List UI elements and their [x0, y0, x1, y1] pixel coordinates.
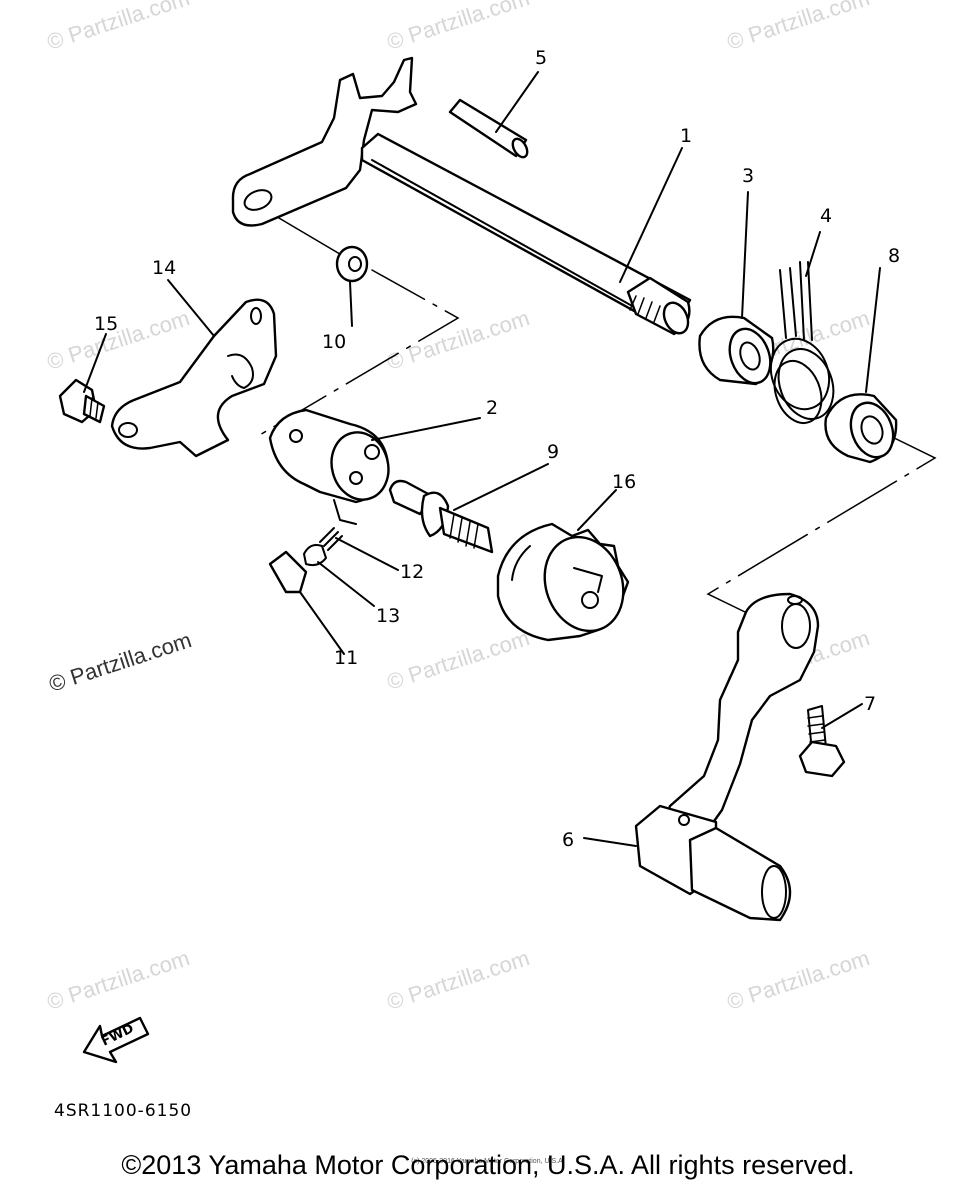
part-12-spring	[319, 527, 343, 551]
part-16-segment	[496, 522, 630, 642]
part-14-stopper-plate	[110, 298, 278, 458]
watermark: © Partzilla.com	[384, 305, 533, 375]
watermark: © Partzilla.com	[384, 0, 533, 55]
callout-7: 7	[864, 693, 876, 715]
part-7-bolt	[798, 705, 846, 778]
part-10-washer	[335, 245, 369, 283]
callout-6: 6	[562, 829, 574, 851]
callout-2: 2	[486, 397, 498, 419]
watermark: © Partzilla.com	[724, 945, 873, 1015]
drawing-code: 4SR1100-6150	[54, 1101, 192, 1121]
part-6-shift-pedal	[634, 592, 820, 922]
callout-11: 11	[334, 647, 358, 669]
copyright-notice: ©2013 Yamaha Motor Corporation, U.S.A. A…	[121, 1150, 855, 1180]
watermark: © Partzilla.com	[724, 0, 873, 55]
part-11-pawl	[268, 550, 308, 594]
watermark: © Partzilla.com	[44, 945, 193, 1015]
watermark: © Partzilla.com	[44, 0, 193, 55]
callout-15: 15	[94, 313, 118, 335]
part-13-pin	[303, 544, 327, 567]
callout-8: 8	[888, 245, 900, 267]
callout-5: 5	[535, 47, 547, 69]
small-copyright: (c) 2005-2016 Yamaha Motor Corporation, …	[411, 1158, 565, 1165]
leader-lines	[83, 71, 881, 847]
callout-13: 13	[376, 605, 400, 627]
part-2-shift-lever	[268, 408, 390, 525]
callout-labels: 1 2 3 4 5 6 7 8 9 10 11 12 13 14 15 16	[94, 47, 900, 851]
callout-9: 9	[547, 441, 559, 463]
part-4-spring	[769, 261, 835, 424]
part-9-bolt	[388, 479, 494, 554]
callout-4: 4	[820, 205, 832, 227]
callout-3: 3	[742, 165, 754, 187]
callout-1: 1	[680, 125, 692, 147]
watermark-strong: © Partzilla.com	[46, 627, 195, 697]
part-8-washer	[824, 393, 898, 464]
callout-10: 10	[322, 331, 346, 353]
fwd-arrow-icon: FWD	[82, 1016, 150, 1064]
callout-14: 14	[152, 257, 176, 279]
watermark: © Partzilla.com	[384, 625, 533, 695]
part-3-collar	[698, 315, 775, 386]
part-15-bolt	[58, 378, 106, 424]
callout-16: 16	[612, 471, 636, 493]
watermark: © Partzilla.com	[384, 945, 533, 1015]
part-5-pin	[448, 98, 529, 159]
callout-12: 12	[400, 561, 424, 583]
part-1-shift-shaft	[231, 56, 692, 336]
